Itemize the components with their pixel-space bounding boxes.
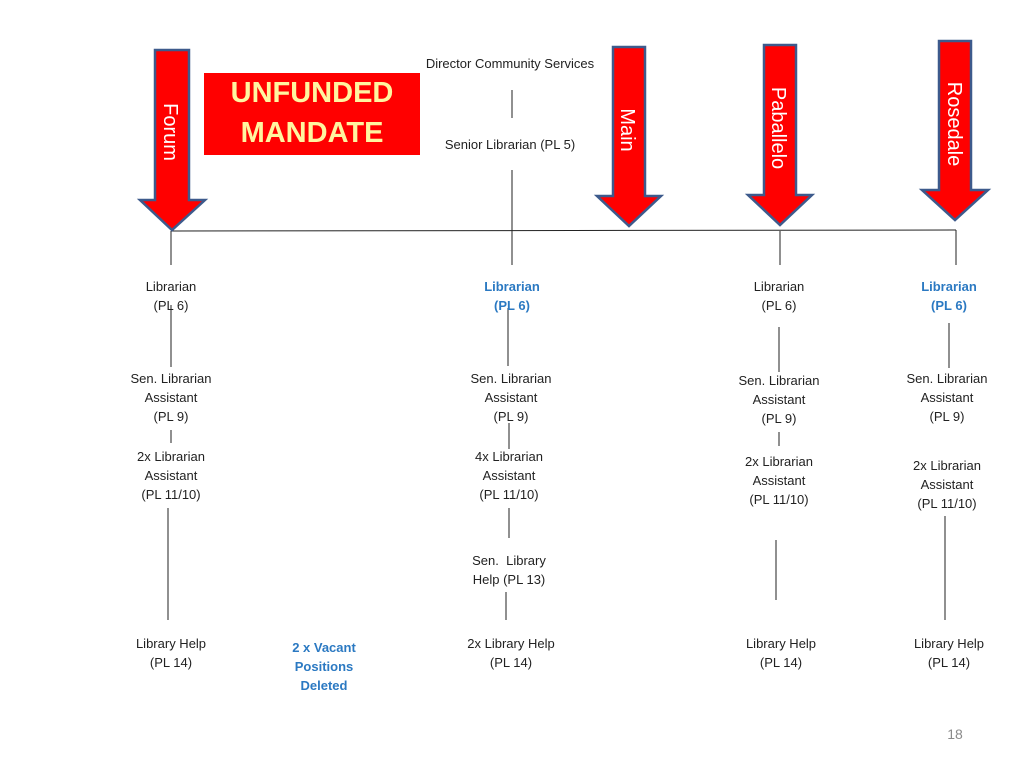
branch-label-forum: Forum [159, 103, 181, 161]
node-line: (PL 6) [931, 298, 967, 313]
forum-assistant-node: 2x Librarian Assistant (PL 11/10) [111, 447, 231, 504]
paballelo-librarian-node: Librarian (PL 6) [719, 277, 839, 315]
note-line: Positions [294, 659, 354, 674]
node-line: Sen. Librarian [906, 371, 988, 386]
node-line: Librarian [753, 279, 805, 294]
node-line: Librarian [484, 279, 540, 294]
node-line: (PL 14) [149, 655, 193, 670]
node-line: (PL 14) [489, 655, 533, 670]
node-line: 2x Library Help [467, 636, 555, 651]
main-sen-help-node: Sen. Library Help (PL 13) [449, 551, 569, 589]
deleted-positions-note: 2 x Vacant Positions Deleted [270, 638, 378, 695]
node-line: Assistant [482, 468, 536, 483]
node-line: 4x Librarian [475, 449, 543, 464]
node-line: Sen. Library [472, 553, 546, 568]
node-line: Assistant [920, 390, 974, 405]
node-line: Assistant [752, 473, 806, 488]
unfunded-mandate-banner: UNFUNDED MANDATE [204, 73, 420, 155]
paballelo-sen-assistant-node: Sen. Librarian Assistant (PL 9) [719, 371, 839, 428]
forum-help-node: Library Help (PL 14) [111, 634, 231, 672]
node-line: (PL 6) [153, 298, 189, 313]
node-line: Sen. Librarian [130, 371, 212, 386]
branch-label-main: Main [616, 108, 638, 151]
arrow-rosedale [918, 39, 992, 222]
node-line: (PL 9) [493, 409, 529, 424]
node-line: (PL 9) [153, 409, 189, 424]
senior-librarian-label: Senior Librarian (PL 5) [444, 137, 576, 152]
node-line: 2x Librarian [913, 458, 981, 473]
node-line: (PL 6) [494, 298, 530, 313]
note-line: 2 x Vacant [292, 640, 356, 655]
node-line: Librarian [145, 279, 197, 294]
banner-line-2: MANDATE [240, 117, 384, 149]
node-line: Assistant [920, 477, 974, 492]
note-line: Deleted [300, 678, 348, 693]
node-line: (PL 14) [927, 655, 971, 670]
paballelo-help-node: Library Help (PL 14) [721, 634, 841, 672]
forum-librarian-node: Librarian (PL 6) [111, 277, 231, 315]
node-line: (PL 14) [759, 655, 803, 670]
node-line: (PL 11/10) [749, 492, 809, 507]
main-help-node: 2x Library Help (PL 14) [446, 634, 576, 672]
node-line: (PL 9) [929, 409, 965, 424]
branch-label-rosedale: Rosedale [943, 82, 965, 167]
node-line: Sen. Librarian [738, 373, 820, 388]
senior-librarian-node: Senior Librarian (PL 5) [420, 135, 600, 154]
paballelo-assistant-node: 2x Librarian Assistant (PL 11/10) [719, 452, 839, 509]
node-line: Assistant [752, 392, 806, 407]
banner-line-1: UNFUNDED [230, 77, 394, 109]
node-line: (PL 11/10) [917, 496, 977, 511]
connector-bus [170, 229, 957, 232]
main-sen-assistant-node: Sen. Librarian Assistant (PL 9) [451, 369, 571, 426]
node-line: Assistant [144, 468, 198, 483]
node-line: (PL 6) [761, 298, 797, 313]
arrow-main [593, 45, 665, 228]
node-line: Librarian [921, 279, 977, 294]
node-line: Library Help [745, 636, 817, 651]
node-line: 2x Librarian [137, 449, 205, 464]
node-line: Assistant [484, 390, 538, 405]
rosedale-assistant-node: 2x Librarian Assistant (PL 11/10) [887, 456, 1007, 513]
node-line: Library Help [913, 636, 985, 651]
main-assistant-node: 4x Librarian Assistant (PL 11/10) [449, 447, 569, 504]
node-line: Assistant [144, 390, 198, 405]
page-number: 18 [947, 726, 963, 742]
director-node: Director Community Services [400, 54, 620, 73]
node-line: 2x Librarian [745, 454, 813, 469]
rosedale-sen-assistant-node: Sen. Librarian Assistant (PL 9) [887, 369, 1007, 426]
node-line: (PL 11/10) [479, 487, 539, 502]
node-line: Sen. Librarian [470, 371, 552, 386]
node-line: (PL 9) [761, 411, 797, 426]
node-line: Help (PL 13) [472, 572, 546, 587]
branch-label-paballelo: Paballelo [767, 87, 789, 169]
rosedale-help-node: Library Help (PL 14) [889, 634, 1009, 672]
connector-lines [167, 90, 957, 620]
node-line: Library Help [135, 636, 207, 651]
main-librarian-node: Librarian (PL 6) [452, 277, 572, 315]
node-line: (PL 11/10) [141, 487, 201, 502]
director-label: Director Community Services [425, 56, 595, 71]
rosedale-librarian-node: Librarian (PL 6) [889, 277, 1009, 315]
arrow-forum [136, 48, 209, 232]
forum-sen-assistant-node: Sen. Librarian Assistant (PL 9) [111, 369, 231, 426]
arrow-paballelo [744, 43, 816, 227]
